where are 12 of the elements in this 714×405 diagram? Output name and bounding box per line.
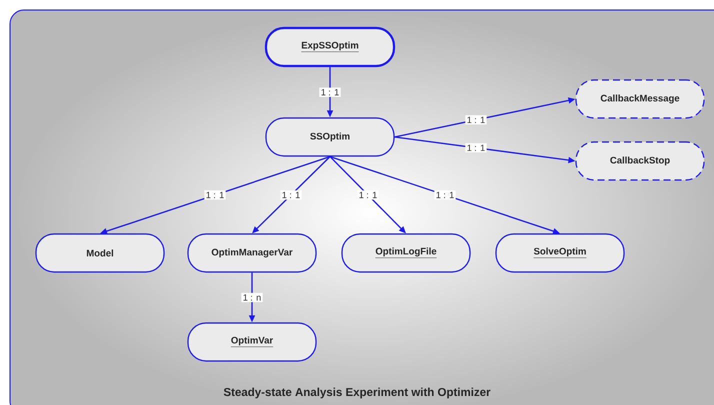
pill-node: OptimVar bbox=[187, 322, 317, 362]
pill-node: OptimManagerVar bbox=[187, 233, 317, 273]
pill-node: OptimLogFile bbox=[341, 233, 471, 273]
pill-node: CallbackMessage bbox=[575, 79, 705, 119]
edge-label: 1 : 1 bbox=[465, 143, 487, 152]
pill-node: ExpSSOptim bbox=[264, 26, 396, 68]
pill-node: SSOptim bbox=[265, 117, 395, 157]
caption: Steady-state Analysis Experiment with Optimizer bbox=[224, 388, 490, 398]
pill-node: SolveOptim bbox=[495, 233, 625, 273]
pill-node: Model bbox=[35, 233, 165, 273]
edge-label: 1 : 1 bbox=[319, 88, 341, 97]
pill-node: CallbackStop bbox=[575, 141, 705, 181]
